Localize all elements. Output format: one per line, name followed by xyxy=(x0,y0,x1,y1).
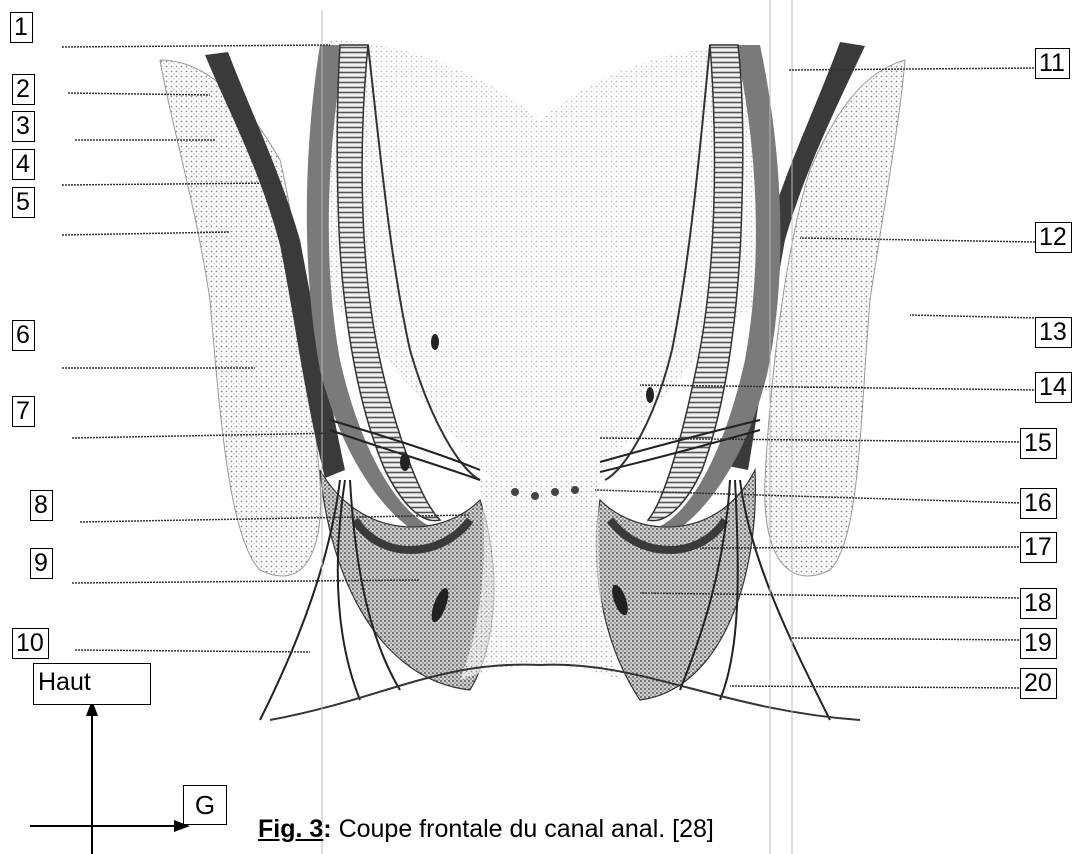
caption-text: Coupe frontale du canal anal. [28] xyxy=(332,815,714,843)
label-18: 18 xyxy=(1020,588,1057,619)
label-3: 3 xyxy=(12,111,35,142)
caption-colon: : xyxy=(323,815,331,843)
label-14: 14 xyxy=(1035,372,1072,403)
label-8: 8 xyxy=(30,490,53,521)
label-19: 19 xyxy=(1020,628,1057,659)
label-6: 6 xyxy=(12,320,35,351)
label-16: 16 xyxy=(1020,488,1057,519)
label-20: 20 xyxy=(1020,668,1057,699)
label-5: 5 xyxy=(12,187,35,218)
label-17: 17 xyxy=(1020,532,1057,563)
figure-caption: Fig. 3: Coupe frontale du canal anal. [2… xyxy=(258,815,714,844)
label-11: 11 xyxy=(1035,48,1070,79)
label-2: 2 xyxy=(12,74,35,105)
label-4: 4 xyxy=(12,149,35,180)
label-15: 15 xyxy=(1020,428,1057,459)
label-7: 7 xyxy=(12,396,35,427)
label-13: 13 xyxy=(1035,317,1072,348)
label-9: 9 xyxy=(30,548,53,579)
orientation-up-label: Haut xyxy=(33,663,151,705)
label-12: 12 xyxy=(1035,222,1072,253)
orientation-side-label: G xyxy=(183,785,227,825)
orientation-arrows xyxy=(30,700,190,854)
label-10: 10 xyxy=(12,628,49,659)
label-1: 1 xyxy=(10,12,33,43)
figure-number: Fig. 3 xyxy=(258,815,323,843)
